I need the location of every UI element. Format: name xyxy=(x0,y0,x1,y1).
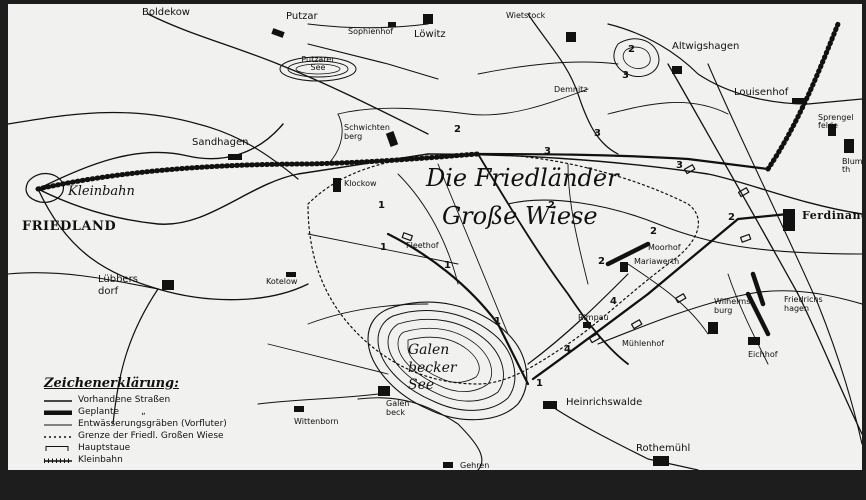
weir-symbol-icon xyxy=(45,446,69,451)
legend-label: Vorhandene Straßen xyxy=(78,395,171,405)
ditch-number: 2 xyxy=(650,226,657,237)
region-label-line2: Große Wiese xyxy=(442,202,598,230)
legend-label: Geplante xyxy=(78,407,120,417)
legend-ditto-mark: „ xyxy=(141,407,146,417)
legend-label: Grenze der Friedl. Großen Wiese xyxy=(78,431,224,441)
ditch-number: 2 xyxy=(548,200,555,211)
map-drawing xyxy=(8,13,862,470)
ditch-number: 3 xyxy=(676,160,683,171)
legend-item-railway: Kleinbahn xyxy=(44,454,227,466)
ditch-number: 1 xyxy=(444,260,451,271)
ditch-number: 3 xyxy=(594,128,601,139)
legend-label: Hauptstaue xyxy=(78,443,131,453)
place-sophienhof: Sophienhof xyxy=(348,27,394,36)
ditch-number: 1 xyxy=(494,316,501,327)
place-friedland: FRIEDLAND xyxy=(22,219,117,234)
place-moorhof: Moorhof xyxy=(648,243,681,252)
place-wietstock: Wietstock xyxy=(506,11,546,20)
ditch-number: 1 xyxy=(536,378,543,389)
ditch-number: 2 xyxy=(598,256,605,267)
place-sprengelsfelde: Sprengel felde xyxy=(818,113,854,130)
legend-item-boundary: Grenze der Friedl. Großen Wiese xyxy=(44,430,227,442)
place-schwichtenberg: Schwichten berg xyxy=(344,123,390,141)
place-ferdinandshof: Ferdinandsh xyxy=(802,209,862,222)
place-rimpau: Rimpau xyxy=(578,313,609,322)
ditch-number: 2 xyxy=(628,44,635,55)
railway-symbol-icon xyxy=(44,458,72,463)
place-eichhof: Eichhof xyxy=(748,350,778,359)
place-boldekow: Boldekow xyxy=(142,7,190,18)
place-gehren: Gehren xyxy=(460,461,490,470)
place-klockow: Klockow xyxy=(344,179,377,188)
region-label-line1: Die Friedländer xyxy=(426,164,619,192)
legend-label: Kleinbahn xyxy=(78,455,123,465)
place-sandhagen: Sandhagen xyxy=(192,137,249,148)
place-fleethof: Fleethof xyxy=(406,241,439,250)
place-rothemuhl: Rothemühl xyxy=(636,443,691,454)
ditch-number: 4 xyxy=(564,344,571,355)
place-putzar: Putzar xyxy=(286,11,318,22)
place-heinrichswalde: Heinrichswalde xyxy=(566,397,643,408)
place-lubbersdorf: Lübbers dorf xyxy=(98,274,138,297)
ditch-symbol-icon xyxy=(44,424,72,426)
legend-label: Entwässerungsgräben (Vorfluter) xyxy=(78,419,227,429)
map-sheet: Boldekow Putzar Sophienhof Löwitz Wietst… xyxy=(8,4,862,470)
place-galenbecker-see: Galen becker See xyxy=(408,342,457,393)
ditch-number: 3 xyxy=(544,146,551,157)
place-friedrichshagen: Friedrichs hagen xyxy=(784,295,823,313)
ditch-number: 1 xyxy=(378,200,385,211)
place-louisenhof: Louisenhof xyxy=(734,87,789,98)
legend-title: Zeichenerklärung: xyxy=(44,376,179,391)
legend-item-planned-roads: Geplante „ xyxy=(44,406,227,418)
place-kotelow: Kotelow xyxy=(266,277,298,286)
ditch-number: 1 xyxy=(380,242,387,253)
ditch-number: 4 xyxy=(610,296,617,307)
place-mariawerth: Mariawerth xyxy=(634,257,680,266)
place-galenbeck: Galen beck xyxy=(386,399,410,417)
place-lowitz: Löwitz xyxy=(414,29,446,40)
place-blumenthal: Blume th xyxy=(842,157,862,174)
place-altwigshagen: Altwigshagen xyxy=(672,41,740,52)
place-muhlenhof: Mühlenhof xyxy=(622,339,665,348)
planned-road-symbol-icon xyxy=(44,410,72,415)
place-demnitz: Demnitz xyxy=(554,85,588,94)
place-wittenborn: Wittenborn xyxy=(294,417,339,426)
ditch-number: 3 xyxy=(622,70,629,81)
map-legend: Zeichenerklärung: Vorhandene Straßen Gep… xyxy=(44,376,227,466)
road-symbol-icon xyxy=(44,400,72,402)
boundary-symbol-icon xyxy=(44,436,72,438)
legend-item-weirs: Hauptstaue xyxy=(44,442,227,454)
legend-item-roads: Vorhandene Straßen xyxy=(44,394,227,406)
place-wilhelmsburg: Wilhelms burg xyxy=(714,297,751,315)
legend-item-ditches: Entwässerungsgräben (Vorfluter) xyxy=(44,418,227,430)
ditch-number: 2 xyxy=(454,124,461,135)
label-kleinbahn: Kleinbahn xyxy=(68,184,135,199)
place-putzarer-see: Putzarer See xyxy=(301,55,335,72)
ditch-number: 2 xyxy=(728,212,735,223)
